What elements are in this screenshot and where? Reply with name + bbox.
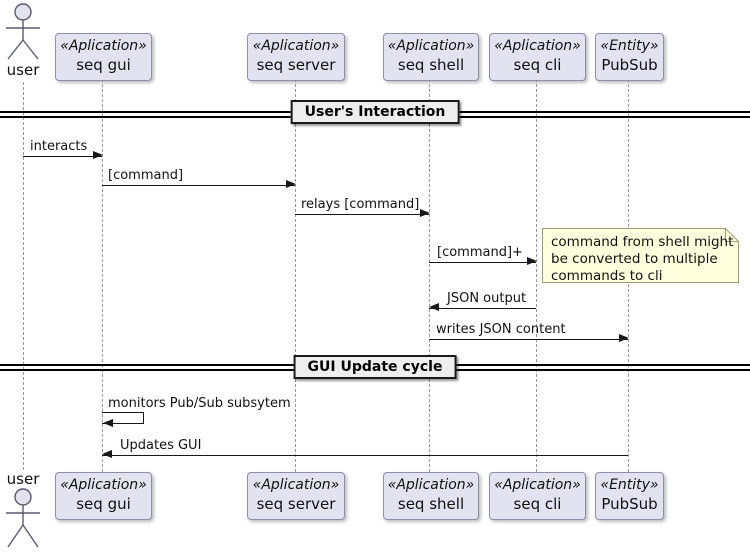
divider-label-gui-update-cycle: GUI Update cycle <box>293 355 457 379</box>
actor-user-label-bottom: user <box>6 470 40 488</box>
arrowhead-left-icon <box>102 450 112 458</box>
note-text: command from shell might be converted to… <box>551 234 733 285</box>
message-line-interacts <box>23 156 102 157</box>
stereotype-label: «Aplication» <box>252 477 340 494</box>
participant-name: seq cli <box>513 495 562 514</box>
participant-seq-gui-bottom: «Aplication» seq gui <box>55 472 152 520</box>
stereotype-label: «Aplication» <box>387 38 475 55</box>
stereotype-label: «Entity» <box>600 477 659 494</box>
message-label-command: [command] <box>108 168 184 183</box>
lifeline-user <box>23 82 24 470</box>
participant-seq-cli-bottom: «Aplication» seq cli <box>489 472 586 520</box>
message-label-monitors-pubsub: monitors Pub/Sub subsytem <box>108 396 291 411</box>
note-shape <box>542 228 739 283</box>
participant-name: seq gui <box>76 495 131 514</box>
participant-seq-server-top: «Aplication» seq server <box>247 33 345 81</box>
participant-name: seq server <box>256 56 336 75</box>
message-label-updates-gui: Updates GUI <box>120 438 202 453</box>
lifeline-seq-cli <box>536 79 537 472</box>
stereotype-label: «Aplication» <box>494 477 581 494</box>
message-label-command-plus: [command]+ <box>437 245 523 260</box>
actor-user-label-top: user <box>6 61 40 79</box>
stereotype-label: «Aplication» <box>60 38 147 55</box>
participant-seq-cli-top: «Aplication» seq cli <box>489 33 586 81</box>
participant-name: PubSub <box>601 495 658 514</box>
lifeline-seq-server <box>295 79 296 472</box>
message-line-command-plus <box>429 262 536 263</box>
lifeline-seq-shell <box>429 79 430 472</box>
participant-pubsub-top: «Entity» PubSub <box>595 33 664 81</box>
participant-pubsub-bottom: «Entity» PubSub <box>595 472 664 520</box>
participant-name: seq shell <box>397 56 465 75</box>
message-line-command <box>102 185 295 186</box>
stereotype-label: «Aplication» <box>252 38 340 55</box>
arrowhead-right-icon <box>420 209 430 217</box>
divider-label-users-interaction: User's Interaction <box>290 100 460 124</box>
stereotype-label: «Aplication» <box>60 477 147 494</box>
note-text-line: be converted to multiple <box>551 251 718 267</box>
message-label-interacts: interacts <box>30 139 88 154</box>
lifeline-seq-gui <box>102 79 103 472</box>
message-line-updates-gui <box>102 455 628 456</box>
message-label-relays-command: relays [command] <box>301 197 420 212</box>
stereotype-label: «Entity» <box>600 38 659 55</box>
participant-seq-gui-top: «Aplication» seq gui <box>55 33 152 81</box>
arrowhead-left-icon <box>103 419 113 427</box>
message-label-json-output: JSON output <box>447 291 527 306</box>
stereotype-label: «Aplication» <box>387 477 475 494</box>
message-label-writes-json: writes JSON content <box>436 322 566 337</box>
arrowhead-right-icon <box>286 180 296 188</box>
note-text-line: command from shell might <box>551 234 734 250</box>
participant-name: seq server <box>256 495 336 514</box>
participant-name: seq cli <box>513 56 562 75</box>
message-line-writes-json <box>429 339 628 340</box>
actor-user-icon-top <box>6 3 40 60</box>
participant-seq-server-bottom: «Aplication» seq server <box>247 472 345 520</box>
participant-name: PubSub <box>601 56 658 75</box>
note-text-line: commands to cli <box>551 268 663 284</box>
participant-seq-shell-bottom: «Aplication» seq shell <box>383 472 479 520</box>
arrowhead-right-icon <box>619 334 629 342</box>
actor-user-icon-bottom <box>6 488 40 548</box>
arrowhead-right-icon <box>527 257 537 265</box>
participant-name: seq shell <box>397 495 465 514</box>
note-command-conversion: command from shell might be converted to… <box>542 228 739 285</box>
message-line-json-output <box>429 308 536 309</box>
arrowhead-right-icon <box>93 151 103 159</box>
participant-name: seq gui <box>76 56 131 75</box>
participant-seq-shell-top: «Aplication» seq shell <box>383 33 479 81</box>
message-line-relays-command <box>295 214 429 215</box>
arrowhead-left-icon <box>429 303 439 311</box>
self-message-loop <box>102 412 144 424</box>
stereotype-label: «Aplication» <box>494 38 581 55</box>
